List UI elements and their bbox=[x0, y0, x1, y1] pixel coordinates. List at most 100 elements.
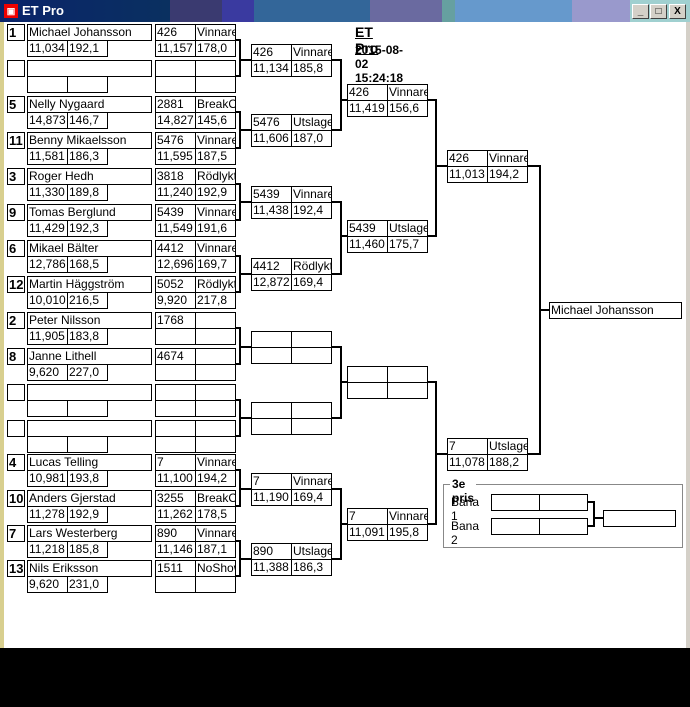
reaction-time-cell[interactable]: 14,873 bbox=[27, 112, 68, 129]
third-place-result-field[interactable] bbox=[603, 510, 676, 527]
result-lane-cell[interactable]: 1511 bbox=[155, 560, 196, 577]
driver-name-field[interactable]: Lucas Telling bbox=[27, 454, 152, 471]
result-speed-cell[interactable]: 187,1 bbox=[195, 541, 236, 558]
result-lane-cell[interactable]: 2881 bbox=[155, 96, 196, 113]
result-lane-cell[interactable] bbox=[155, 420, 196, 437]
minimize-button[interactable]: _ bbox=[632, 4, 649, 19]
result-speed-cell[interactable] bbox=[195, 400, 236, 417]
lane1-result-cell[interactable] bbox=[539, 494, 588, 511]
speed-cell[interactable]: 183,8 bbox=[67, 328, 108, 345]
seed-box[interactable]: 7 bbox=[7, 525, 25, 542]
reaction-time-cell[interactable]: 11,218 bbox=[27, 541, 68, 558]
result-et-cell[interactable] bbox=[251, 347, 292, 364]
result-lane-cell[interactable]: 5052 bbox=[155, 276, 196, 293]
result-et-cell[interactable]: 9,920 bbox=[155, 292, 196, 309]
seed-box[interactable]: 3 bbox=[7, 168, 25, 185]
reaction-time-cell[interactable]: 11,429 bbox=[27, 220, 68, 237]
driver-name-field[interactable]: Tomas Berglund bbox=[27, 204, 152, 221]
driver-name-field[interactable]: Martin Häggström bbox=[27, 276, 152, 293]
result-lane-cell[interactable]: 890 bbox=[155, 525, 196, 542]
driver-name-field[interactable]: Michael Johansson bbox=[27, 24, 152, 41]
result-et-cell[interactable]: 12,872 bbox=[251, 274, 292, 291]
result-et-cell[interactable] bbox=[155, 328, 196, 345]
speed-cell[interactable]: 146,7 bbox=[67, 112, 108, 129]
result-lane-cell[interactable]: 890 bbox=[251, 543, 292, 560]
result-speed-cell[interactable] bbox=[195, 364, 236, 381]
result-status-cell[interactable]: Vinnare bbox=[291, 186, 332, 203]
result-status-cell[interactable]: BreakOut bbox=[195, 490, 236, 507]
result-speed-cell[interactable] bbox=[291, 347, 332, 364]
result-status-cell[interactable]: Utslagen bbox=[291, 543, 332, 560]
speed-cell[interactable]: 189,8 bbox=[67, 184, 108, 201]
result-speed-cell[interactable]: 194,2 bbox=[195, 470, 236, 487]
result-et-cell[interactable] bbox=[347, 382, 388, 399]
reaction-time-cell[interactable]: 11,034 bbox=[27, 40, 68, 57]
result-speed-cell[interactable]: 194,2 bbox=[487, 166, 528, 183]
result-et-cell[interactable]: 11,146 bbox=[155, 541, 196, 558]
result-lane-cell[interactable]: 5476 bbox=[155, 132, 196, 149]
speed-cell[interactable]: 216,5 bbox=[67, 292, 108, 309]
seed-box[interactable]: 1 bbox=[7, 24, 25, 41]
result-et-cell[interactable] bbox=[155, 436, 196, 453]
result-speed-cell[interactable]: 188,2 bbox=[487, 454, 528, 471]
result-lane-cell[interactable]: 4412 bbox=[155, 240, 196, 257]
result-status-cell[interactable] bbox=[387, 366, 428, 383]
result-lane-cell[interactable] bbox=[155, 60, 196, 77]
result-speed-cell[interactable] bbox=[195, 328, 236, 345]
result-status-cell[interactable]: Utslagen bbox=[487, 438, 528, 455]
result-lane-cell[interactable]: 5439 bbox=[251, 186, 292, 203]
speed-cell[interactable]: 192,9 bbox=[67, 506, 108, 523]
reaction-time-cell[interactable]: 11,330 bbox=[27, 184, 68, 201]
driver-name-field[interactable] bbox=[27, 60, 152, 77]
seed-box[interactable]: 8 bbox=[7, 348, 25, 365]
result-lane-cell[interactable]: 426 bbox=[155, 24, 196, 41]
result-status-cell[interactable] bbox=[291, 402, 332, 419]
result-status-cell[interactable] bbox=[195, 420, 236, 437]
reaction-time-cell[interactable]: 11,905 bbox=[27, 328, 68, 345]
speed-cell[interactable] bbox=[67, 436, 108, 453]
driver-name-field[interactable]: Peter Nilsson bbox=[27, 312, 152, 329]
speed-cell[interactable]: 186,3 bbox=[67, 148, 108, 165]
result-lane-cell[interactable]: 5439 bbox=[155, 204, 196, 221]
result-speed-cell[interactable]: 192,4 bbox=[291, 202, 332, 219]
result-status-cell[interactable]: Utslagen bbox=[387, 220, 428, 237]
result-status-cell[interactable]: Vinnare bbox=[195, 24, 236, 41]
result-speed-cell[interactable]: 169,7 bbox=[195, 256, 236, 273]
result-et-cell[interactable]: 12,696 bbox=[155, 256, 196, 273]
result-lane-cell[interactable] bbox=[251, 402, 292, 419]
driver-name-field[interactable] bbox=[27, 420, 152, 437]
seed-box[interactable]: 12 bbox=[7, 276, 25, 293]
speed-cell[interactable]: 192,3 bbox=[67, 220, 108, 237]
result-speed-cell[interactable]: 187,0 bbox=[291, 130, 332, 147]
driver-name-field[interactable]: Nelly Nygaard bbox=[27, 96, 152, 113]
result-lane-cell[interactable] bbox=[155, 384, 196, 401]
result-speed-cell[interactable]: 217,8 bbox=[195, 292, 236, 309]
lane2-lane-cell[interactable] bbox=[491, 518, 540, 535]
result-speed-cell[interactable]: 192,9 bbox=[195, 184, 236, 201]
result-et-cell[interactable]: 11,078 bbox=[447, 454, 488, 471]
result-status-cell[interactable]: Vinnare bbox=[387, 508, 428, 525]
result-et-cell[interactable]: 11,013 bbox=[447, 166, 488, 183]
seed-box[interactable]: 13 bbox=[7, 560, 25, 577]
result-speed-cell[interactable]: 185,8 bbox=[291, 60, 332, 77]
result-status-cell[interactable]: Vinnare bbox=[195, 454, 236, 471]
driver-name-field[interactable]: Anders Gjerstad bbox=[27, 490, 152, 507]
seed-box[interactable]: 10 bbox=[7, 490, 25, 507]
result-speed-cell[interactable]: 186,3 bbox=[291, 559, 332, 576]
driver-name-field[interactable] bbox=[27, 384, 152, 401]
seed-box[interactable]: 2 bbox=[7, 312, 25, 329]
reaction-time-cell[interactable]: 10,010 bbox=[27, 292, 68, 309]
seed-box[interactable]: 5 bbox=[7, 96, 25, 113]
seed-box[interactable]: 6 bbox=[7, 240, 25, 257]
result-et-cell[interactable]: 11,549 bbox=[155, 220, 196, 237]
driver-name-field[interactable]: Roger Hedh bbox=[27, 168, 152, 185]
result-lane-cell[interactable]: 5439 bbox=[347, 220, 388, 237]
result-status-cell[interactable]: Rödlykta bbox=[195, 168, 236, 185]
result-et-cell[interactable] bbox=[155, 400, 196, 417]
reaction-time-cell[interactable]: 11,581 bbox=[27, 148, 68, 165]
result-speed-cell[interactable]: 178,0 bbox=[195, 40, 236, 57]
result-status-cell[interactable] bbox=[195, 348, 236, 365]
result-lane-cell[interactable]: 5476 bbox=[251, 114, 292, 131]
result-status-cell[interactable]: Utslagen bbox=[291, 114, 332, 131]
driver-name-field[interactable]: Janne Lithell bbox=[27, 348, 152, 365]
